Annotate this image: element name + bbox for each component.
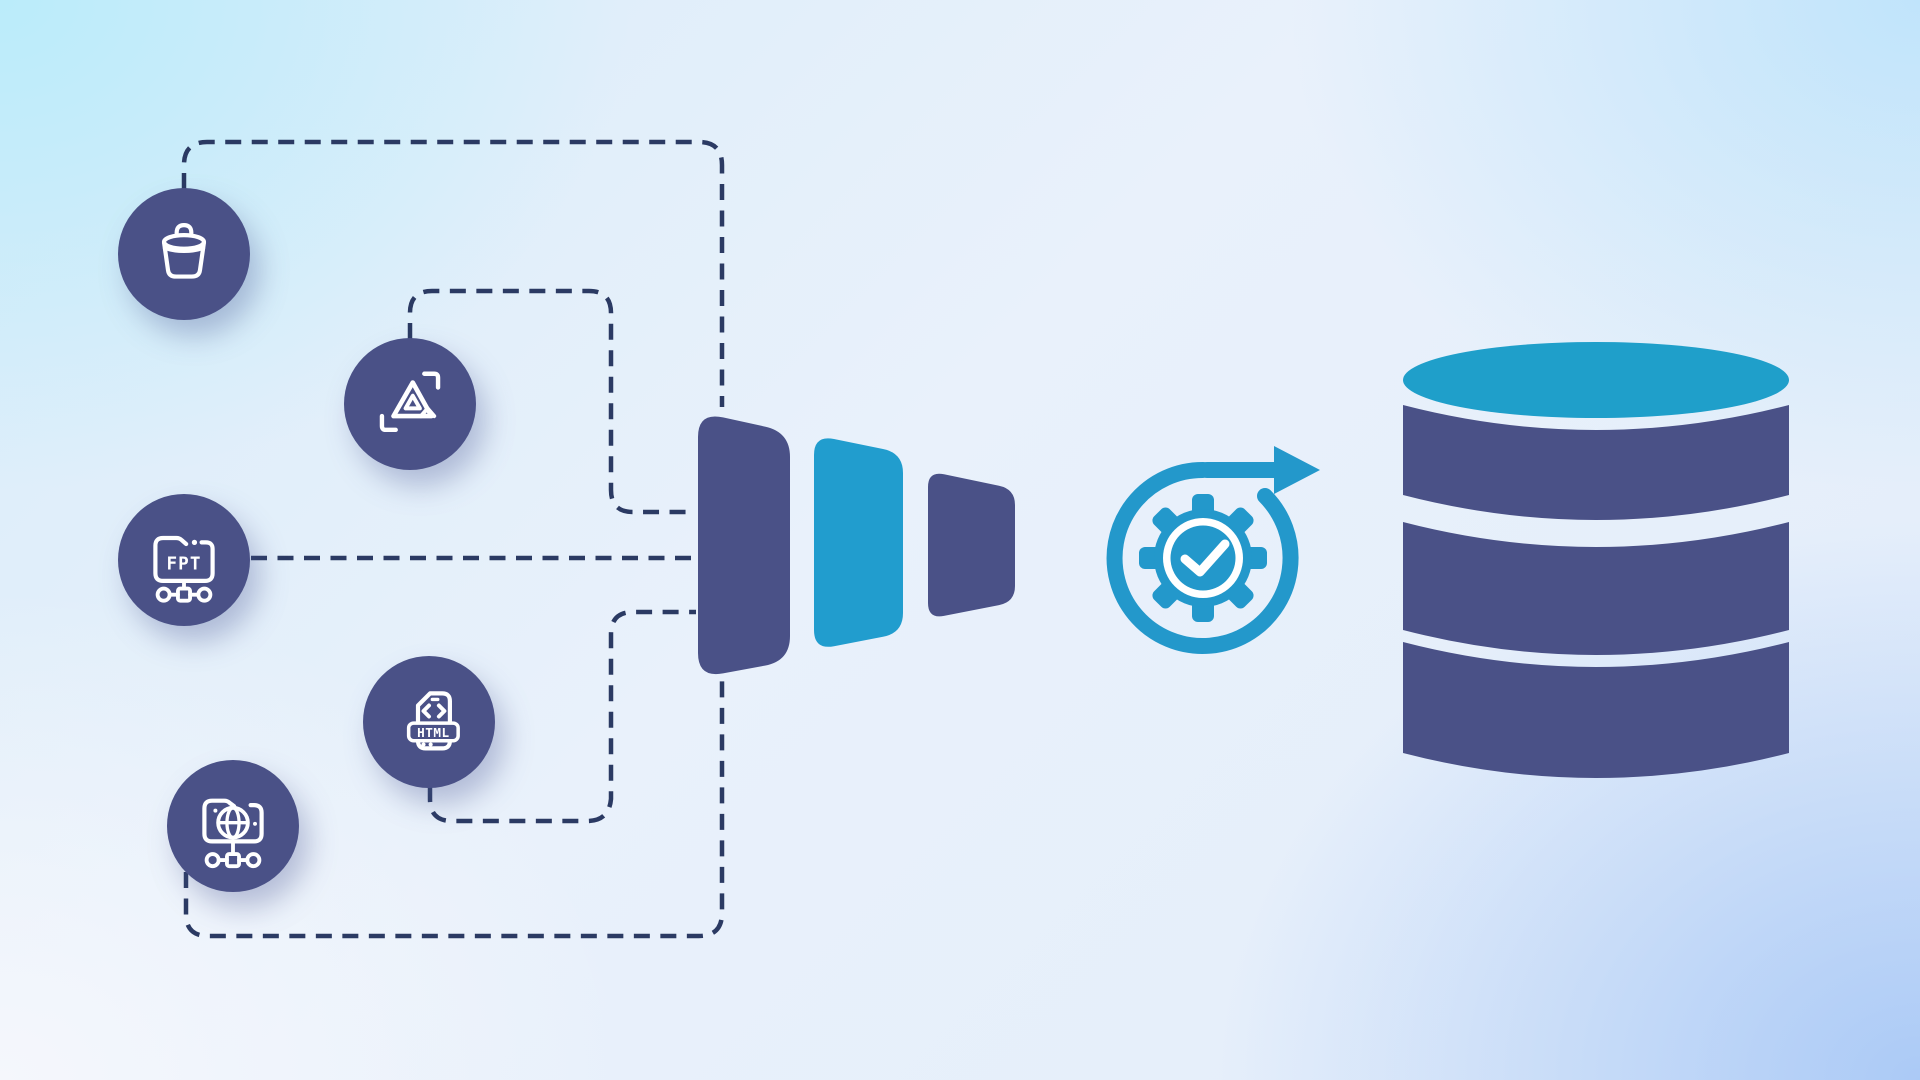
funnel-segment-1 xyxy=(698,416,790,675)
database-top-ellipse xyxy=(1403,342,1789,418)
connector-drive-to-funnel xyxy=(407,288,696,515)
funnel-segment-3 xyxy=(928,473,1015,617)
connector-html-to-funnel xyxy=(427,609,696,824)
ftp-label: FPT xyxy=(166,554,201,574)
database-cylinder-icon xyxy=(1403,342,1789,778)
source-node-drive xyxy=(344,338,476,470)
gear-check-cycle-arrow-icon xyxy=(1106,446,1320,654)
bucket-icon xyxy=(161,223,207,279)
source-node-web-folder xyxy=(167,760,299,892)
database-band-top xyxy=(1403,405,1789,520)
network-folder-globe-icon xyxy=(202,798,264,869)
gear-icon xyxy=(1139,494,1267,622)
cycle-arrow-ring xyxy=(1106,461,1299,654)
ftp-folder-icon: FPT xyxy=(153,535,215,603)
connector-lines xyxy=(181,139,725,939)
html-label: HTML xyxy=(417,725,450,740)
cycle-arrow-head xyxy=(1274,446,1320,494)
html-file-icon: HTML xyxy=(406,691,460,751)
funnel xyxy=(698,416,1015,675)
source-node-bucket xyxy=(118,188,250,320)
source-node-ftp: FPT xyxy=(118,494,250,626)
html-badge xyxy=(406,721,460,743)
cloud-drive-icon xyxy=(379,371,441,433)
check-icon xyxy=(1180,539,1230,577)
source-node-html: HTML xyxy=(363,656,495,788)
database-band-bottom xyxy=(1403,642,1789,778)
database-band-middle xyxy=(1403,522,1789,655)
connector-webfolder-to-funnel xyxy=(183,681,725,939)
connector-bucket-to-funnel xyxy=(181,139,725,407)
funnel-segment-2 xyxy=(814,438,903,647)
